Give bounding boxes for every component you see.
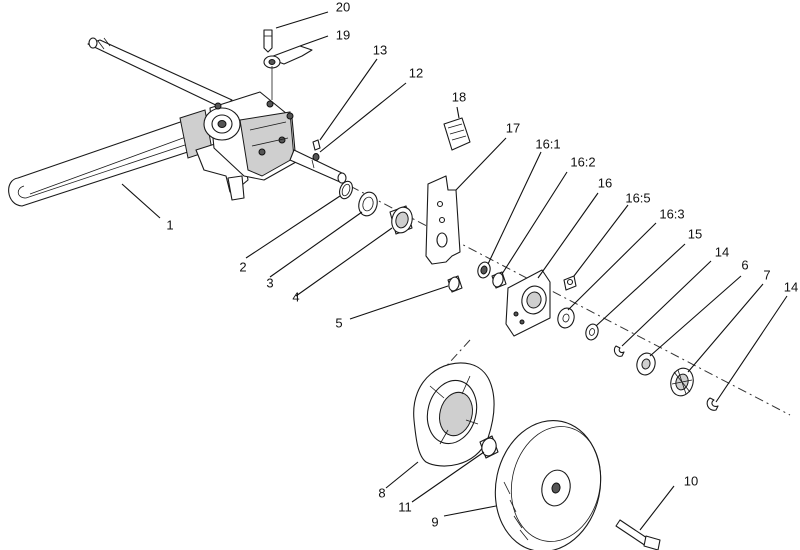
part-20-pin bbox=[263, 29, 273, 53]
callout-16-3: 16:3 bbox=[659, 206, 685, 222]
callout-2: 2 bbox=[239, 259, 247, 275]
callout-16-5: 16:5 bbox=[625, 190, 651, 206]
callout-13: 13 bbox=[372, 42, 388, 58]
callout-3: 3 bbox=[266, 275, 274, 291]
callout-18: 18 bbox=[451, 89, 467, 105]
leader-lines bbox=[121, 11, 788, 531]
callout-11: 11 bbox=[398, 499, 412, 515]
part-9-wheel bbox=[494, 419, 602, 550]
part-16-wheel-bracket bbox=[505, 269, 551, 337]
part-16-1-bearing bbox=[477, 261, 491, 279]
callout-8: 8 bbox=[378, 485, 386, 501]
part-19-shift-lever bbox=[263, 45, 313, 100]
part-10-bolt bbox=[615, 519, 661, 550]
callout-9: 9 bbox=[431, 514, 439, 530]
callout-12: 12 bbox=[408, 65, 424, 81]
callout-10: 10 bbox=[683, 473, 699, 489]
part-14-retaining-ring-upper bbox=[613, 345, 625, 357]
part-6-nut bbox=[636, 352, 656, 376]
part-2-retaining-ring bbox=[339, 180, 353, 200]
part-4-bushing bbox=[389, 205, 413, 235]
part-15-washer bbox=[585, 323, 599, 341]
callout-7: 7 bbox=[763, 267, 771, 283]
callout-16-1: 16:1 bbox=[535, 136, 561, 152]
part-8-wheel-cover bbox=[413, 362, 495, 467]
part-13-key bbox=[312, 139, 321, 151]
callout-16: 16 bbox=[597, 175, 613, 191]
part-5-spacer bbox=[447, 275, 463, 293]
callout-15: 15 bbox=[687, 226, 703, 242]
gearbox-assembly bbox=[203, 91, 347, 184]
callout-1: 1 bbox=[166, 217, 174, 233]
part-16-3-washer bbox=[557, 307, 575, 329]
callout-20: 20 bbox=[335, 0, 351, 15]
callout-16-2: 16:2 bbox=[570, 154, 596, 170]
callout-14-lower: 14 bbox=[783, 279, 799, 295]
callout-17: 17 bbox=[505, 120, 521, 136]
part-12-ball bbox=[312, 153, 320, 161]
callout-4: 4 bbox=[292, 289, 300, 305]
part-3-washer bbox=[358, 191, 378, 217]
part-17-bracket bbox=[425, 175, 461, 265]
callout-5: 5 bbox=[335, 315, 343, 331]
callout-6: 6 bbox=[741, 257, 749, 273]
part-7-drive-gear bbox=[670, 367, 694, 397]
part-14-retaining-ring-lower bbox=[706, 397, 719, 411]
part-16-5-fitting bbox=[563, 275, 577, 291]
part-18-decal bbox=[443, 117, 471, 151]
callout-19: 19 bbox=[335, 27, 351, 43]
callout-14-upper: 14 bbox=[714, 244, 730, 260]
part-11-bushing bbox=[479, 435, 499, 459]
part-16-2-spacer bbox=[491, 271, 507, 289]
